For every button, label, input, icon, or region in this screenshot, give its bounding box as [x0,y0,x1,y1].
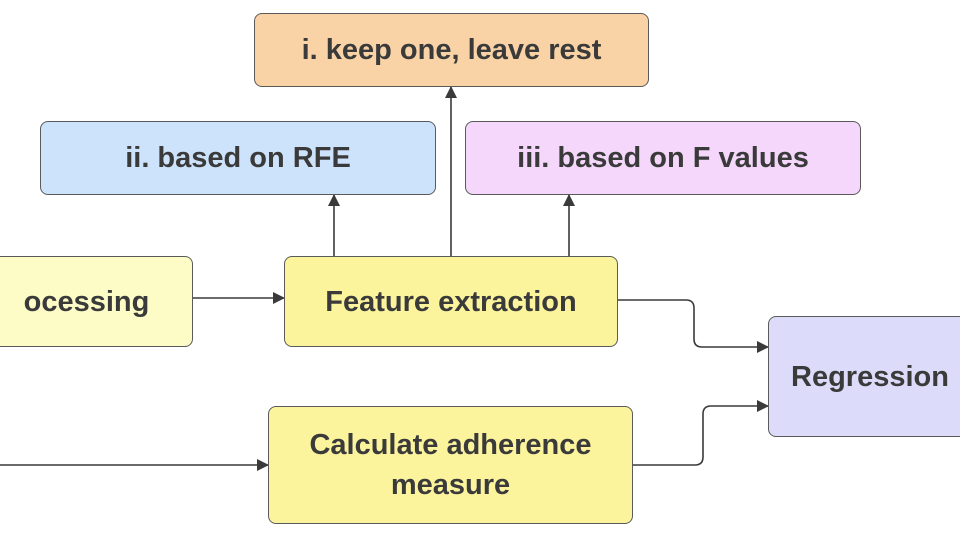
node-rfe: ii. based on RFE [40,121,436,195]
node-keep-one-label: i. keep one, leave rest [301,34,602,66]
node-f-values-label: iii. based on F values [517,142,809,174]
node-feature-extraction: Feature extraction [284,256,618,347]
node-regression: Regression [768,316,960,437]
node-f-values: iii. based on F values [465,121,861,195]
edge-feature-extraction-to-regression [618,299,769,353]
node-adherence-label-line2: measure [390,469,511,501]
node-regression-label: Regression [791,360,949,393]
node-processing: ocessing [0,256,193,347]
node-feature-extraction-label: Feature extraction [325,285,577,318]
edge-adherence-to-regression [633,400,769,466]
node-adherence: Calculate adherence measure [268,406,633,524]
node-keep-one: i. keep one, leave rest [254,13,649,87]
node-rfe-label: ii. based on RFE [125,142,351,174]
node-adherence-label-line1: Calculate adherence [309,429,592,461]
node-processing-label: ocessing [23,285,150,318]
